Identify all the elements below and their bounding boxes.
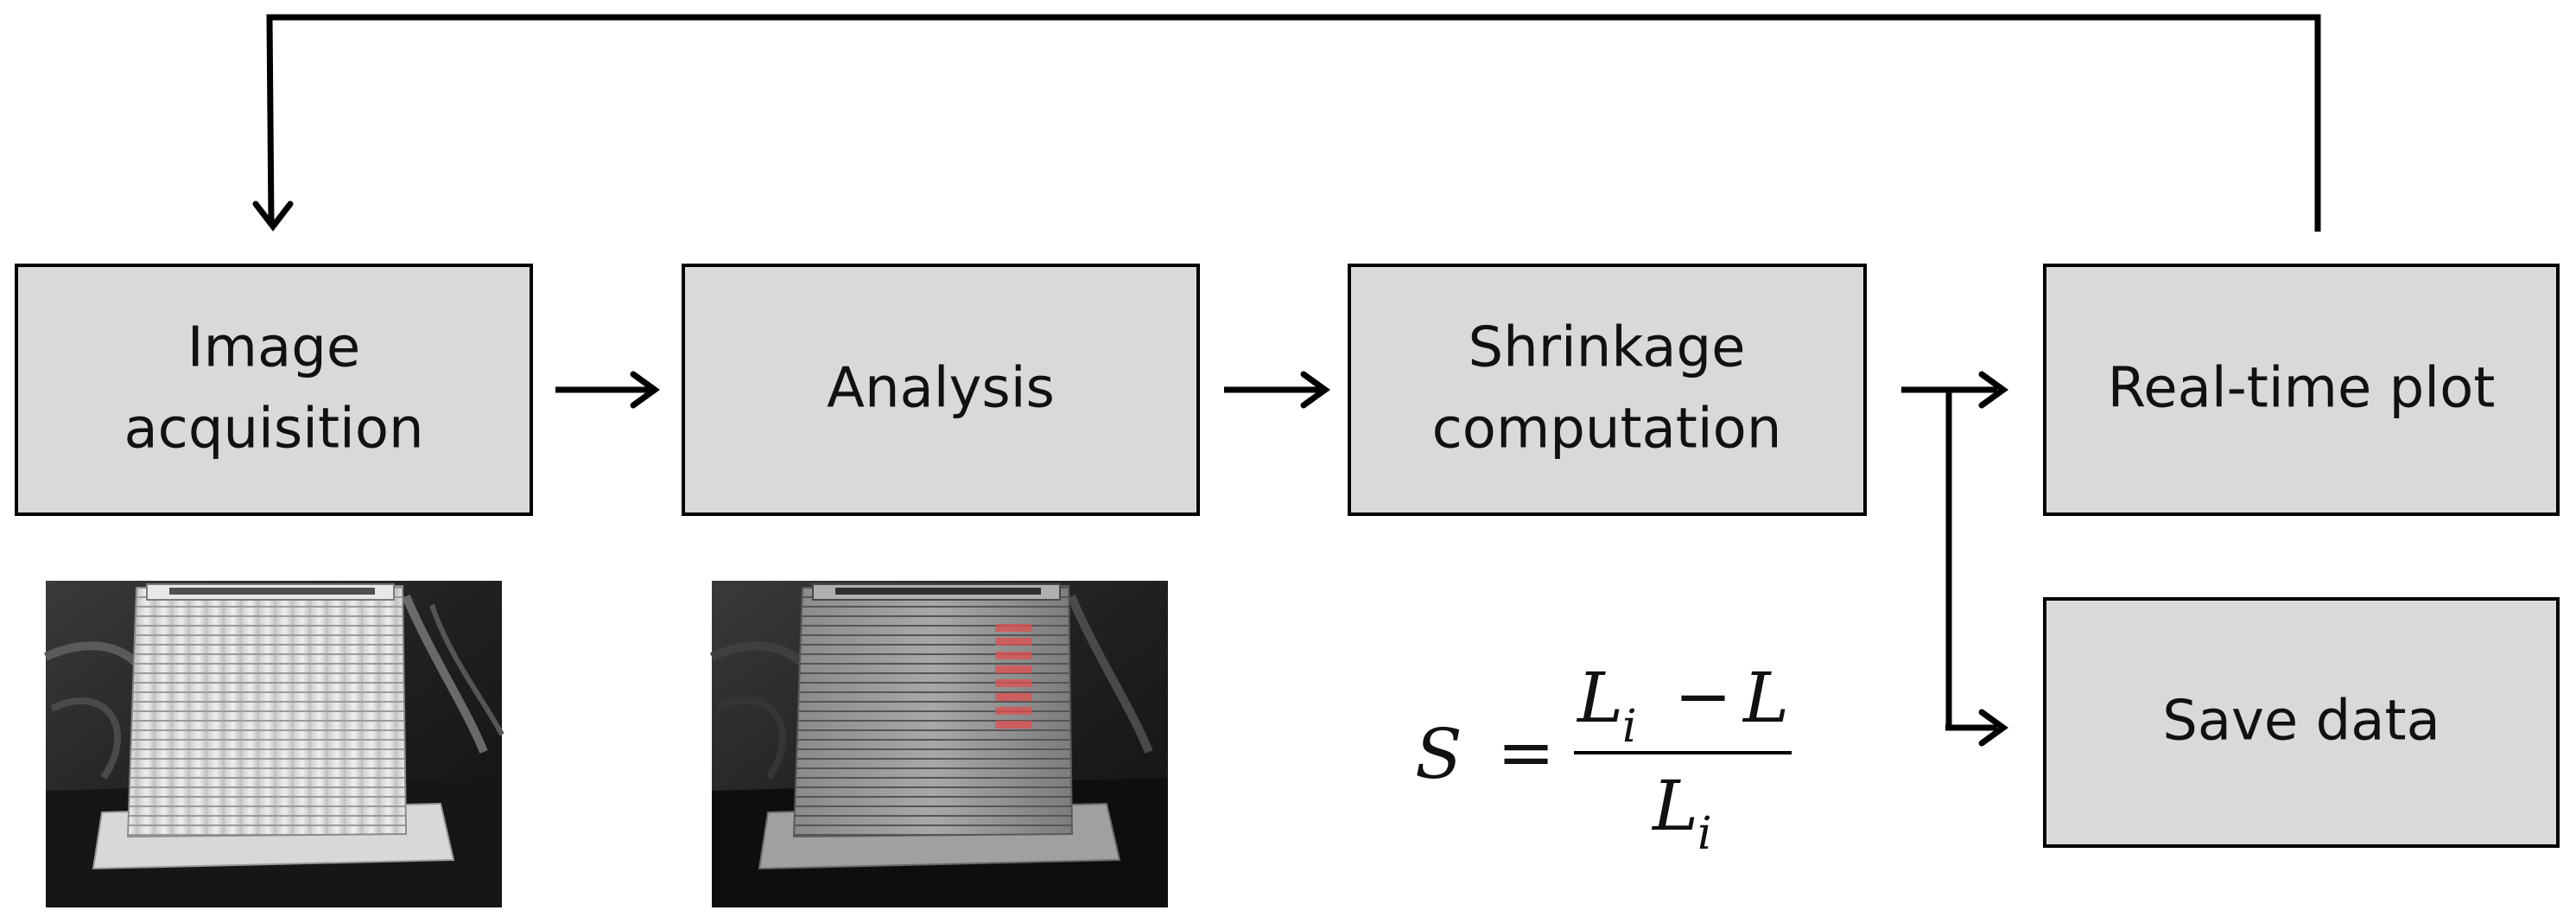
image-acquisition-label-line2: acquisition [124,398,423,461]
shrinkage-computation-box: Shrinkage computation [1348,264,1867,516]
shrinkage-computation-label-line2: computation [1432,398,1782,461]
formula-equals: = [1497,712,1555,793]
arrowhead-analysis-to-shrinkage [1300,371,1330,409]
realtime-plot-label: Real-time plot [2108,357,2496,421]
feedback-arrowhead [252,201,294,232]
arrowhead-to-save-data [1978,709,2008,747]
save-data-box: Save data [2043,597,2560,848]
formula-numerator-subscript: i [1622,701,1637,753]
formula-minus: − [1674,656,1732,736]
formula-lhs: S [1415,714,1462,794]
arrowhead-to-realtime-plot [1978,371,2008,409]
analysis-label: Analysis [827,357,1055,421]
acquired-image-photo [43,581,504,907]
image-acquisition-label-line1: Image [187,316,360,380]
formula-denominator-subscript: i [1697,808,1712,860]
arrowhead-acquisition-to-analysis [630,371,660,409]
analysis-box: Analysis [682,264,1200,516]
shrinkage-computation-label-line1: Shrinkage [1469,316,1746,380]
feedback-loop-line [266,14,2321,232]
formula-numerator-symbol: L [1576,658,1623,738]
shrinkage-formula: S = L i − L L i [1415,656,1792,860]
formula-denominator-symbol: L [1651,766,1698,846]
analysis-image-photo [709,581,1168,907]
image-acquisition-box: Image acquisition [15,264,533,516]
realtime-plot-box: Real-time plot [2043,264,2560,516]
save-data-label: Save data [2162,690,2440,754]
roi-highlight [995,624,1031,729]
formula-numerator-rhs: L [1742,658,1789,738]
